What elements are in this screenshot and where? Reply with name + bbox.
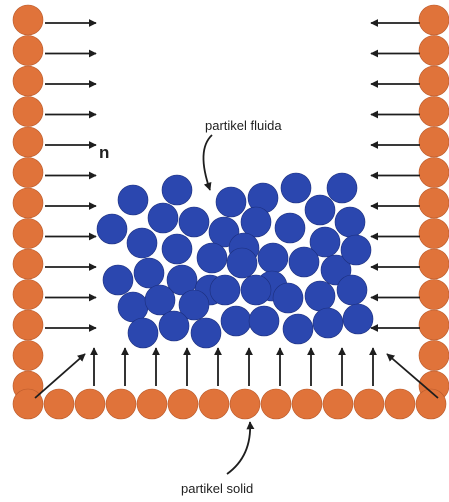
solid-particle [13,389,43,419]
fluid-particle [118,292,148,322]
solid-particle [199,389,229,419]
fluid-particles [97,173,373,348]
fluid-particle [241,207,271,237]
solid-particle [419,158,449,188]
solid-particle [13,36,43,66]
fluid-pointer-arrow [203,135,212,190]
solid-particle [419,36,449,66]
normal-vector-label: n [99,143,109,163]
fluid-particle [134,258,164,288]
fluid-particle [127,228,157,258]
fluid-particle [335,207,365,237]
solid-pointer-arrow [227,422,250,474]
fluid-particle [97,214,127,244]
solid-particle [354,389,384,419]
fluid-particle [305,195,335,225]
fluid-particle [313,308,343,338]
fluid-particle [281,173,311,203]
fluid-particle [179,207,209,237]
solid-particle [13,341,43,371]
fluid-particle [162,234,192,264]
solid-particle [13,249,43,279]
solid-particle [13,310,43,340]
fluid-particle [221,306,251,336]
solid-particle-label: partikel solid [181,481,253,496]
solid-particle [13,66,43,96]
fluid-particle [283,314,313,344]
fluid-particle-label: partikel fluida [205,118,282,133]
fluid-particle [197,243,227,273]
solid-particle [419,219,449,249]
solid-particle [416,389,446,419]
solid-particle [419,5,449,35]
fluid-particle [249,306,279,336]
solid-particle [230,389,260,419]
solid-particle [13,5,43,35]
fluid-particle [118,185,148,215]
solid-particle [419,97,449,127]
solid-particle [13,127,43,157]
fluid-particle [210,275,240,305]
solid-particle [44,389,74,419]
fluid-particle [148,203,178,233]
fluid-particle [191,318,221,348]
fluid-particle [162,175,192,205]
solid-particle [419,127,449,157]
solid-particle [419,188,449,218]
fluid-particle [343,304,373,334]
solid-particle [419,341,449,371]
solid-particle [13,280,43,310]
solid-particle [75,389,105,419]
fluid-particle [327,173,357,203]
fluid-particle [216,187,246,217]
solid-particle [13,188,43,218]
solid-particle [385,389,415,419]
solid-particle [13,219,43,249]
solid-particle [419,66,449,96]
solid-particle [261,389,291,419]
solid-particle [13,97,43,127]
fluid-particle [273,283,303,313]
fluid-particle [227,248,257,278]
fluid-particle [128,318,158,348]
fluid-particle [241,275,271,305]
solid-particle [13,158,43,188]
fluid-particle [258,243,288,273]
fluid-particle [145,285,175,315]
solid-particle [419,310,449,340]
fluid-particle [337,275,367,305]
solid-particle [292,389,322,419]
solid-particle [419,249,449,279]
solid-particle [106,389,136,419]
fluid-particle [289,247,319,277]
solid-particle [168,389,198,419]
fluid-particle [341,235,371,265]
solid-particle [137,389,167,419]
solid-particle [323,389,353,419]
fluid-particle [103,265,133,295]
fluid-particle [305,281,335,311]
solid-particle [419,280,449,310]
fluid-particle [275,213,305,243]
fluid-particle [159,311,189,341]
